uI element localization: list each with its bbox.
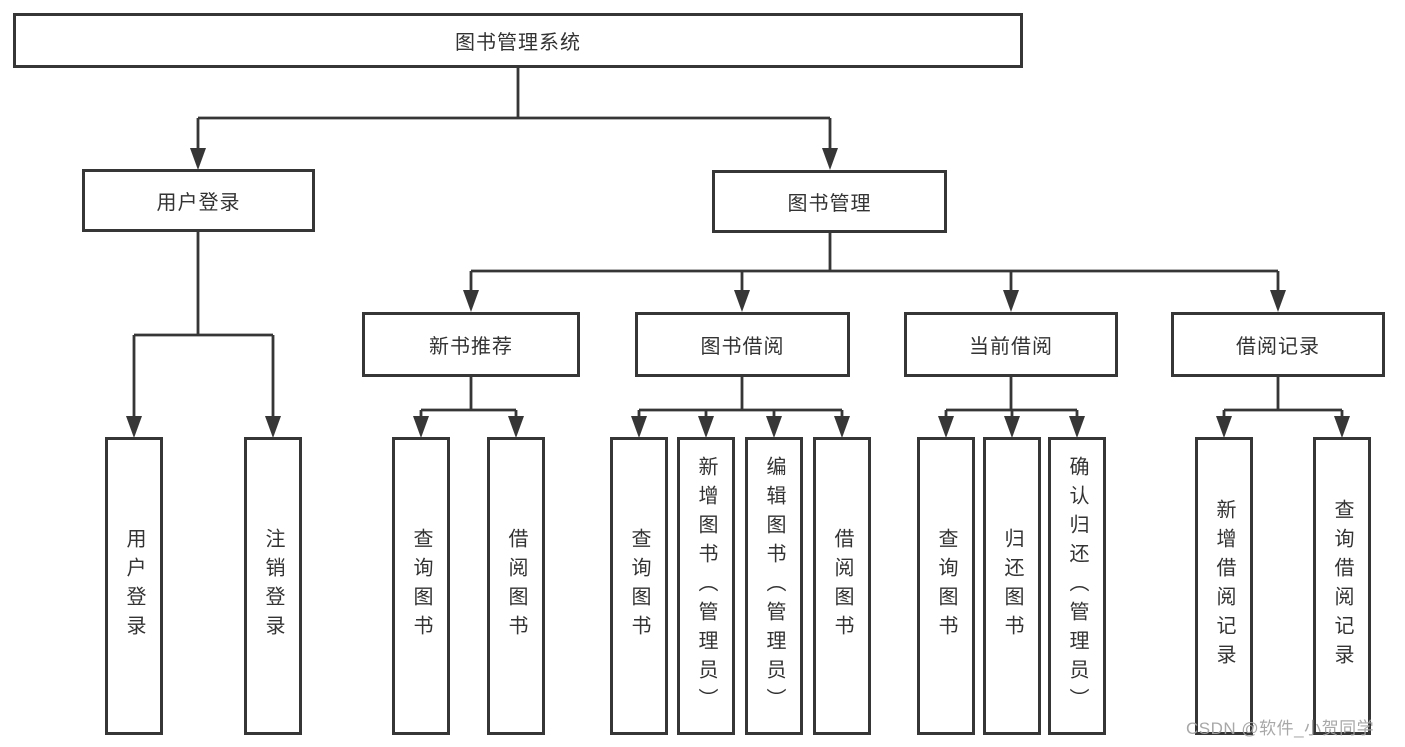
leaf-search-borrow-record-label: 查询借阅记录 [1331,499,1353,673]
leaf-edit-book-admin-label: 编辑图书（管理员） [763,455,785,717]
node-new-book-recommendation: 新书推荐 [362,312,580,377]
node-new-book-recommendation-label: 新书推荐 [429,336,513,358]
connector-current-borrowing-branch [938,377,1085,438]
leaf-logout-label: 注销登录 [262,528,284,644]
connector-book-borrowing-branch [631,377,850,438]
leaf-add-borrow-record-label: 新增借阅记录 [1213,499,1235,673]
leaf-confirm-return-admin-label: 确认归还（管理员） [1066,455,1088,717]
node-borrow-records-label: 借阅记录 [1236,336,1320,358]
leaf-search-books-recommend: 查询图书 [392,437,450,735]
node-book-borrowing-label: 图书借阅 [700,336,785,358]
leaf-add-borrow-record: 新增借阅记录 [1195,437,1253,735]
node-current-borrowing: 当前借阅 [904,312,1118,377]
node-book-management: 图书管理 [712,170,947,233]
leaf-search-books-current-label: 查询图书 [935,528,957,644]
leaf-search-borrow-record: 查询借阅记录 [1313,437,1371,735]
leaf-search-books-borrowing-label: 查询图书 [628,528,650,644]
leaf-borrow-books-recommend: 借阅图书 [487,437,545,735]
node-book-borrowing: 图书借阅 [635,312,850,377]
leaf-add-book-admin-label: 新增图书（管理员） [695,455,717,717]
leaf-search-books-borrowing: 查询图书 [610,437,668,735]
leaf-user-login: 用户登录 [105,437,163,735]
node-root-system: 图书管理系统 [13,13,1023,68]
node-current-borrowing-label: 当前借阅 [969,336,1053,358]
csdn-watermark: CSDN @软件_小贺同学 [1186,719,1375,738]
leaf-user-login-label: 用户登录 [123,528,145,644]
node-root-label: 图书管理系统 [455,32,581,54]
node-borrow-records: 借阅记录 [1171,312,1385,377]
node-user-login-label: 用户登录 [156,192,241,214]
leaf-borrow-books-borrowing-label: 借阅图书 [831,528,853,644]
leaf-add-book-admin: 新增图书（管理员） [677,437,735,735]
connector-book-management-branch [463,233,1286,312]
leaf-edit-book-admin: 编辑图书（管理员） [745,437,803,735]
leaf-confirm-return-admin: 确认归还（管理员） [1048,437,1106,735]
leaf-return-books: 归还图书 [983,437,1041,735]
connector-borrow-records-branch [1216,377,1350,438]
leaf-return-books-label: 归还图书 [1001,528,1023,644]
leaf-borrow-books-borrowing: 借阅图书 [813,437,871,735]
leaf-borrow-books-recommend-label: 借阅图书 [505,528,527,644]
node-book-management-label: 图书管理 [787,193,872,215]
leaf-logout: 注销登录 [244,437,302,735]
node-user-login: 用户登录 [82,169,315,232]
connector-new-book-branch [413,377,524,438]
leaf-search-books-current: 查询图书 [917,437,975,735]
connector-root-to-level2 [190,68,838,170]
leaf-search-books-recommend-label: 查询图书 [410,528,432,644]
connector-user-login-branch [126,232,281,438]
